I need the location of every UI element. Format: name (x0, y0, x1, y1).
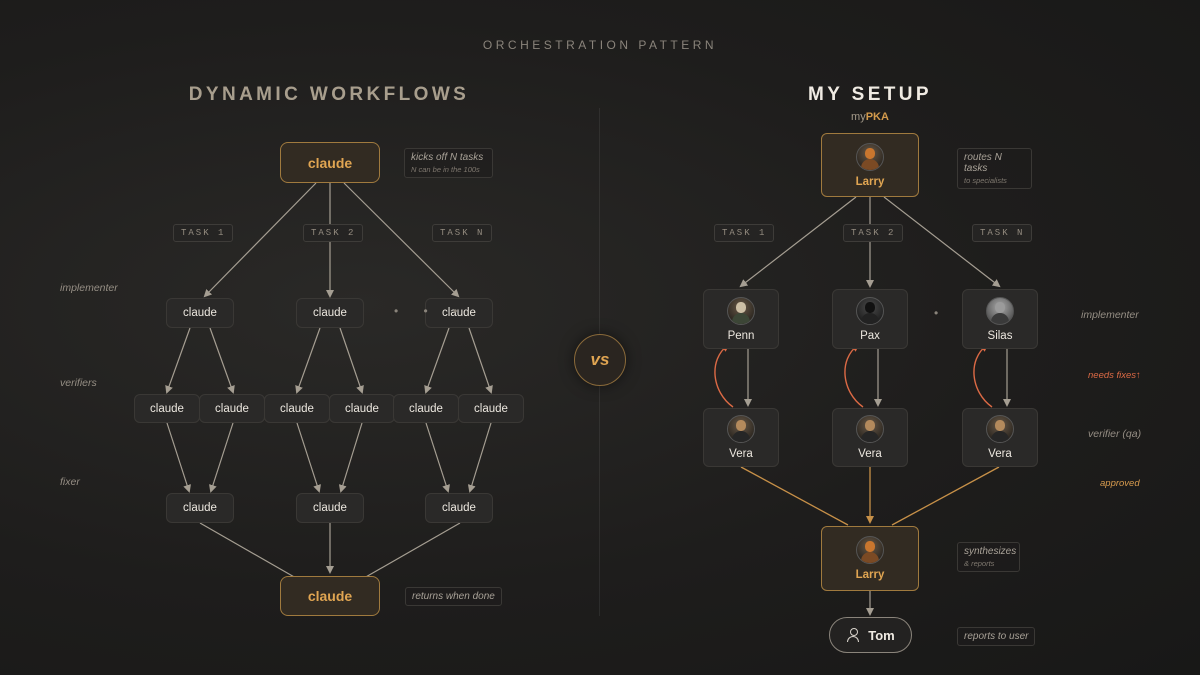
right-task-n: TASK N (972, 224, 1033, 242)
orchestrator-note-sub: to specialists (964, 176, 1007, 185)
implementer-pax: Pax (832, 289, 908, 349)
implementer-name: Penn (727, 329, 755, 342)
page-supertitle: ORCHESTRATION PATTERN (482, 38, 718, 52)
left-task-2: TASK 2 (303, 224, 364, 242)
implementer-name: Silas (987, 329, 1013, 342)
label-verifiers: verifiers (60, 377, 97, 389)
left-title: DYNAMIC WORKFLOWS (188, 84, 470, 105)
user-node: Tom (829, 617, 912, 653)
left-fixer-2: claude (296, 493, 364, 523)
verifier-name: Vera (729, 448, 753, 460)
fox-avatar (856, 142, 884, 171)
right-task-1: TASK 1 (714, 224, 775, 242)
owl-avatar (727, 296, 755, 325)
lynx-avatar (727, 415, 755, 443)
left-implementer-2: claude (296, 298, 364, 328)
left-implementer-n: claude (425, 298, 493, 328)
implementer-penn: Penn (703, 289, 779, 349)
right-synth-note: synthesizes & reports (957, 542, 1020, 572)
left-fixer-1: claude (166, 493, 234, 523)
user-icon (846, 628, 860, 642)
left-root-note: kicks off N tasks N can be in the 100s (404, 148, 493, 178)
right-orchestrator-note: routes N tasks to specialists (957, 148, 1032, 189)
left-final-note: returns when done (405, 587, 502, 606)
left-ellipsis: • • • (394, 304, 469, 318)
left-verifier-2a: claude (264, 394, 330, 423)
right-title: MY SETUP (808, 84, 932, 105)
orchestrator-note-main: routes N tasks (964, 152, 1002, 174)
label-approved: approved (1100, 478, 1140, 489)
verifier-vera-2: Vera (832, 408, 908, 467)
right-task-2: TASK 2 (843, 224, 904, 242)
right-orchestrator-node: Larry (821, 133, 919, 197)
implementer-name: Pax (860, 329, 880, 342)
left-verifier-nb: claude (458, 394, 524, 423)
label-needs-fixes: needs fixes↑ (1088, 370, 1141, 381)
left-final-node: claude (280, 576, 380, 616)
left-task-1: TASK 1 (173, 224, 234, 242)
vs-badge: vs (574, 334, 626, 386)
label-verifier-qa: verifier (qa) (1088, 428, 1142, 440)
label-right-implementer: implementer (1081, 309, 1139, 321)
subtitle-prefix: my (851, 111, 866, 123)
root-note-sub: N can be in the 100s (411, 165, 480, 174)
root-note-main: kicks off N tasks (411, 152, 484, 163)
implementer-silas: Silas (962, 289, 1038, 349)
fox-avatar (856, 536, 884, 564)
verifier-vera-1: Vera (703, 408, 779, 467)
user-name: Tom (868, 627, 895, 643)
label-implementer: implementer (60, 282, 118, 294)
left-root-node: claude (280, 142, 380, 183)
left-verifier-na: claude (393, 394, 459, 423)
left-fixer-n: claude (425, 493, 493, 523)
elephant-avatar (986, 296, 1014, 325)
right-synth-node: Larry (821, 526, 919, 591)
lynx-avatar (856, 415, 884, 443)
figure-avatar (856, 296, 884, 325)
left-implementer-1: claude (166, 298, 234, 328)
left-verifier-1b: claude (199, 394, 265, 423)
lynx-avatar (986, 415, 1014, 443)
left-verifier-2b: claude (329, 394, 395, 423)
subtitle-bold: PKA (865, 111, 889, 123)
left-verifier-1a: claude (134, 394, 200, 423)
synth-name: Larry (855, 569, 885, 581)
verifier-vera-3: Vera (962, 408, 1038, 467)
synth-note-sub: & reports (964, 559, 995, 568)
right-subtitle: myPKA (851, 111, 889, 123)
synth-note-main: synthesizes (964, 546, 1017, 557)
orchestrator-name: Larry (855, 175, 885, 188)
label-fixer: fixer (60, 476, 80, 488)
left-task-n: TASK N (432, 224, 493, 242)
user-note: reports to user (957, 627, 1036, 646)
verifier-name: Vera (988, 448, 1012, 460)
verifier-name: Vera (858, 448, 882, 460)
